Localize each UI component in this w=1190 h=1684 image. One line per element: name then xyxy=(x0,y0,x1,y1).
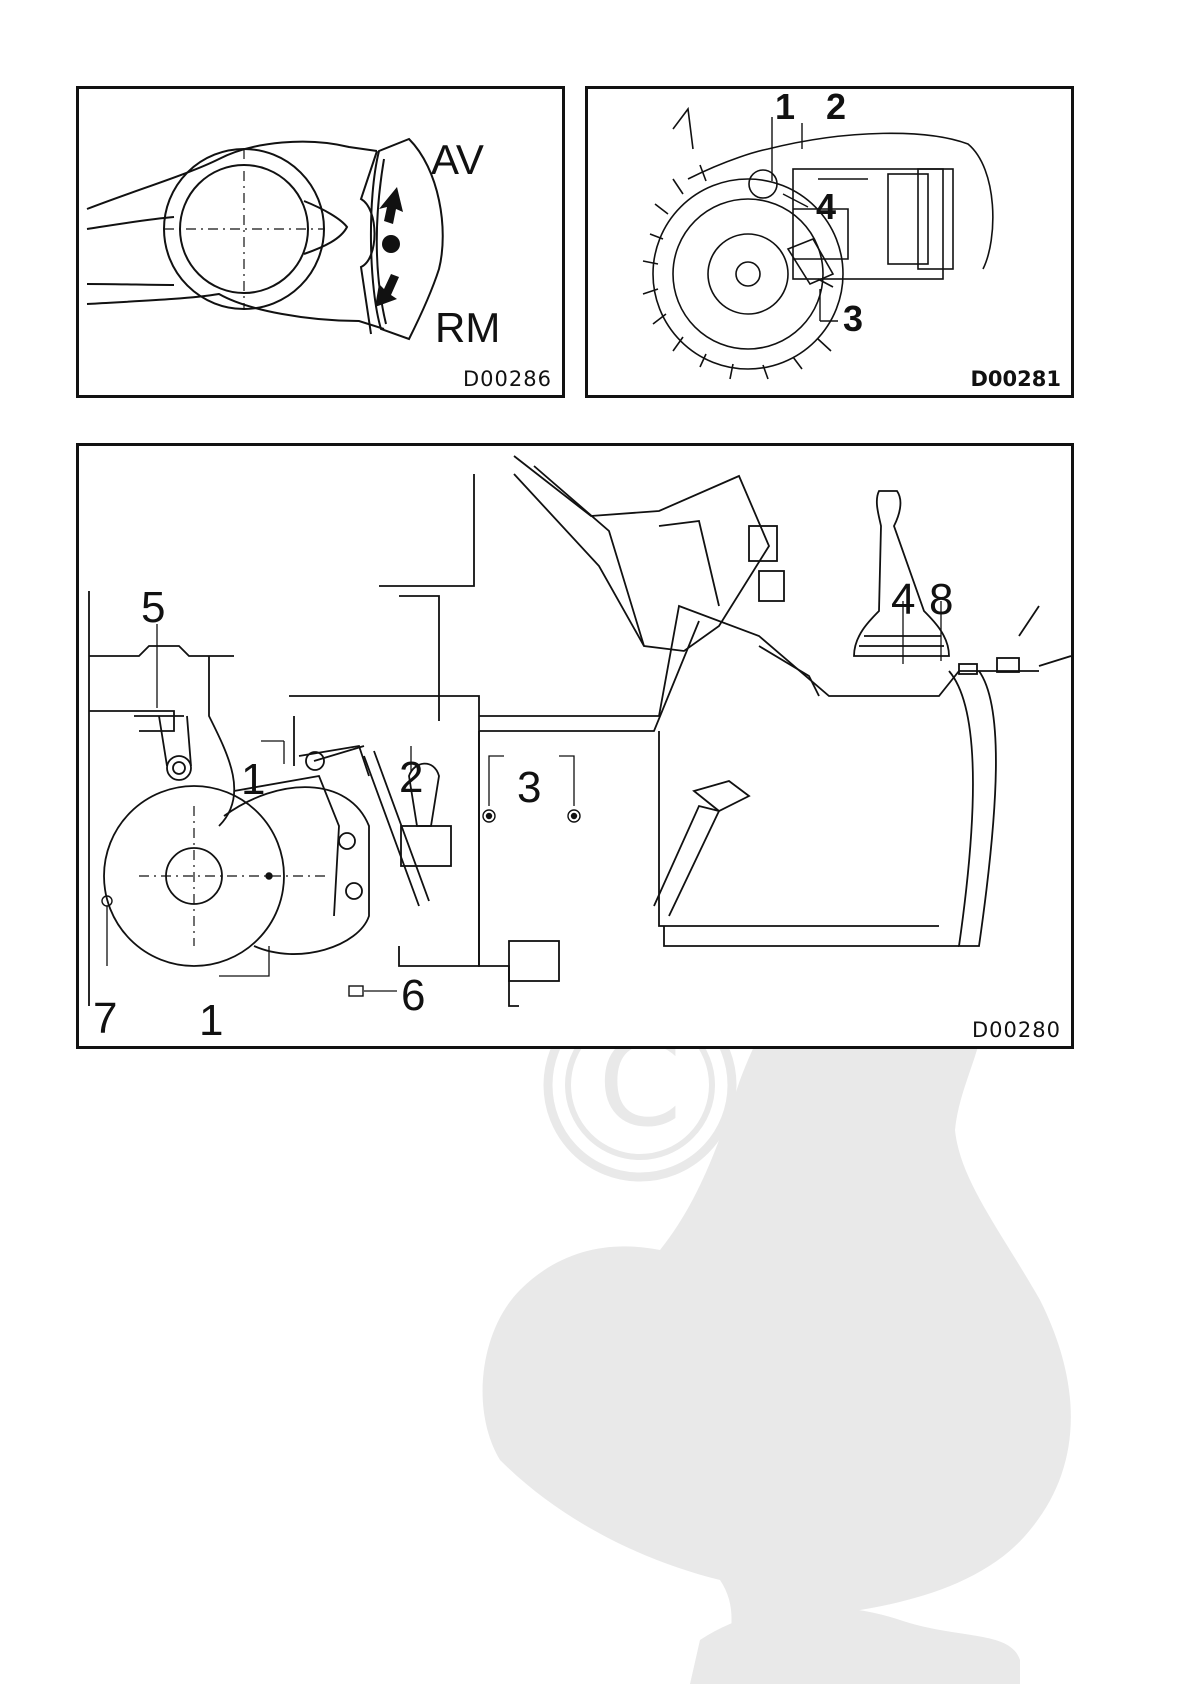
callout-2: 2 xyxy=(399,756,423,800)
callout-1: 1 xyxy=(775,89,795,125)
figure-code: D00281 xyxy=(971,367,1062,391)
figure-code: D00286 xyxy=(463,367,552,391)
callout-4: 4 xyxy=(891,578,915,622)
figure-code: D00280 xyxy=(972,1018,1061,1042)
gearbox-drawing xyxy=(79,446,1071,1046)
callout-6: 6 xyxy=(401,974,425,1018)
callout-4: 4 xyxy=(816,189,836,225)
callout-5: 5 xyxy=(141,586,165,630)
tractor-side-drawing xyxy=(588,89,1071,395)
callout-7: 7 xyxy=(93,997,117,1041)
reverse-label: RM xyxy=(435,307,500,349)
callout-3: 3 xyxy=(517,766,541,810)
figure-tractor-side: 1 2 3 4 D00281 xyxy=(585,86,1074,398)
callout-1-bottom: 1 xyxy=(199,999,223,1043)
forward-label: AV xyxy=(431,139,484,181)
callout-8: 8 xyxy=(929,578,953,622)
callout-3: 3 xyxy=(843,301,863,337)
figure-gearbox-levers: 5 1 2 3 4 8 7 1 6 D00280 xyxy=(76,443,1074,1049)
callout-1-top: 1 xyxy=(241,758,265,802)
callout-2: 2 xyxy=(826,89,846,125)
figure-shuttle-lever: AV RM D00286 xyxy=(76,86,565,398)
